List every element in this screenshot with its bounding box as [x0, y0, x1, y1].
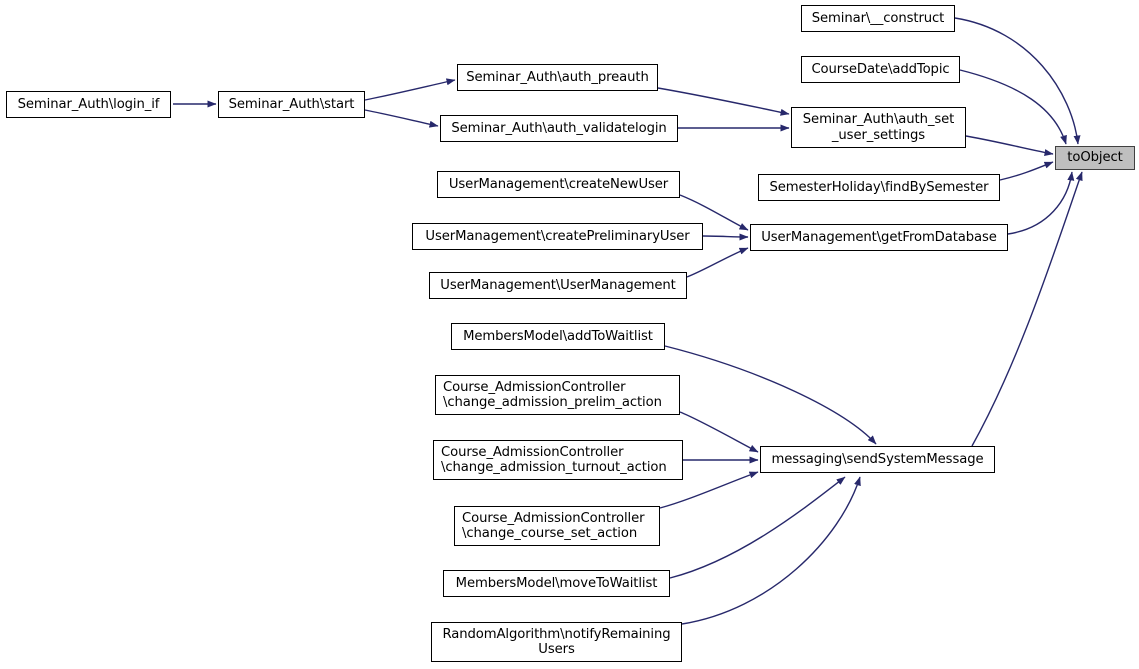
- graph-node-change_admission_prelim_action[interactable]: Course_AdmissionController \change_admis…: [435, 375, 680, 415]
- graph-node-findBySemester[interactable]: SemesterHoliday\findBySemester: [758, 174, 1000, 201]
- graph-edge-addTopic-to-toObject: [959, 69, 1067, 145]
- graph-node-createNewUser[interactable]: UserManagement\createNewUser: [437, 171, 680, 198]
- graph-edge-start-to-auth_preauth: [364, 78, 456, 101]
- graph-node-label: Seminar_Auth\start: [228, 96, 355, 112]
- graph-edge-findBySemester-to-toObject: [999, 161, 1054, 181]
- graph-node-label: Course_AdmissionController \change_cours…: [462, 510, 645, 542]
- graph-node-sendSystemMessage[interactable]: messaging\sendSystemMessage: [760, 446, 995, 473]
- graph-edge-auth_set_user_settings-to-toObject: [965, 135, 1054, 156]
- graph-node-auth_set_user_settings[interactable]: Seminar_Auth\auth_set _user_settings: [791, 107, 966, 148]
- graph-edge-seminar_construct-to-toObject: [954, 17, 1081, 145]
- graph-node-toObject[interactable]: toObject: [1055, 146, 1135, 170]
- graph-node-label: Course_AdmissionController \change_admis…: [443, 379, 662, 411]
- graph-node-label: UserManagement\createPreliminaryUser: [425, 228, 690, 244]
- graph-edge-getFromDatabase-to-toObject: [1007, 171, 1075, 235]
- graph-edge-change_admission_prelim_action-to-sendSystemMessage: [679, 411, 759, 453]
- graph-node-label: UserManagement\createNewUser: [448, 176, 669, 192]
- graph-edge-userManagement-to-getFromDatabase: [686, 247, 749, 278]
- graph-node-addTopic[interactable]: CourseDate\addTopic: [801, 56, 960, 83]
- graph-node-change_course_set_action[interactable]: Course_AdmissionController \change_cours…: [454, 506, 660, 546]
- graph-node-label: Seminar_Auth\login_if: [17, 96, 160, 112]
- graph-edge-sendSystemMessage-to-toObject: [971, 171, 1083, 447]
- graph-node-label: Seminar_Auth\auth_validatelogin: [451, 120, 667, 136]
- graph-node-getFromDatabase[interactable]: UserManagement\getFromDatabase: [750, 224, 1008, 251]
- graph-node-label: MembersModel\addToWaitlist: [463, 328, 653, 344]
- graph-node-label: Seminar\__construct: [811, 10, 945, 26]
- graph-edge-moveToWaitlist-to-sendSystemMessage: [669, 476, 846, 579]
- graph-node-label: messaging\sendSystemMessage: [771, 451, 984, 467]
- graph-node-login_if[interactable]: Seminar_Auth\login_if: [6, 91, 171, 118]
- graph-node-label: RandomAlgorithm\notifyRemaining Users: [442, 626, 671, 658]
- edge-layer: [172, 17, 1083, 625]
- graph-node-moveToWaitlist[interactable]: MembersModel\moveToWaitlist: [443, 570, 670, 597]
- graph-node-label: MembersModel\moveToWaitlist: [455, 575, 658, 591]
- graph-node-label: CourseDate\addTopic: [811, 61, 950, 77]
- graph-edge-createNewUser-to-getFromDatabase: [679, 194, 749, 231]
- graph-node-auth_validatelogin[interactable]: Seminar_Auth\auth_validatelogin: [440, 115, 678, 142]
- graph-node-addToWaitlist[interactable]: MembersModel\addToWaitlist: [451, 323, 665, 350]
- graph-node-label: Seminar_Auth\auth_preauth: [466, 69, 649, 85]
- graph-node-label: toObject: [1067, 150, 1123, 166]
- graph-edge-notifyRemainingUsers-to-sendSystemMessage: [681, 476, 861, 625]
- graph-node-notifyRemainingUsers[interactable]: RandomAlgorithm\notifyRemaining Users: [431, 622, 682, 662]
- graph-edge-auth_preauth-to-auth_set_user_settings: [657, 87, 790, 116]
- graph-node-label: SemesterHoliday\findBySemester: [769, 179, 989, 195]
- graph-edge-createPreliminaryUser-to-getFromDatabase: [702, 233, 749, 241]
- graph-node-label: UserManagement\UserManagement: [440, 277, 676, 293]
- graph-node-start[interactable]: Seminar_Auth\start: [218, 91, 365, 118]
- graph-node-change_admission_turnout_action[interactable]: Course_AdmissionController \change_admis…: [433, 440, 683, 480]
- graph-edge-addToWaitlist-to-sendSystemMessage: [664, 345, 877, 445]
- graph-node-label: Seminar_Auth\auth_set _user_settings: [802, 112, 955, 143]
- graph-node-label: UserManagement\getFromDatabase: [761, 229, 997, 245]
- graph-node-userManagement[interactable]: UserManagement\UserManagement: [429, 272, 687, 299]
- graph-node-label: Course_AdmissionController \change_admis…: [441, 444, 667, 476]
- graph-edge-change_course_set_action-to-sendSystemMessage: [659, 471, 759, 509]
- graph-node-seminar_construct[interactable]: Seminar\__construct: [801, 5, 955, 32]
- graph-node-createPreliminaryUser[interactable]: UserManagement\createPreliminaryUser: [412, 223, 703, 250]
- graph-node-auth_preauth[interactable]: Seminar_Auth\auth_preauth: [457, 64, 658, 91]
- graph-edge-start-to-auth_validatelogin: [364, 109, 439, 128]
